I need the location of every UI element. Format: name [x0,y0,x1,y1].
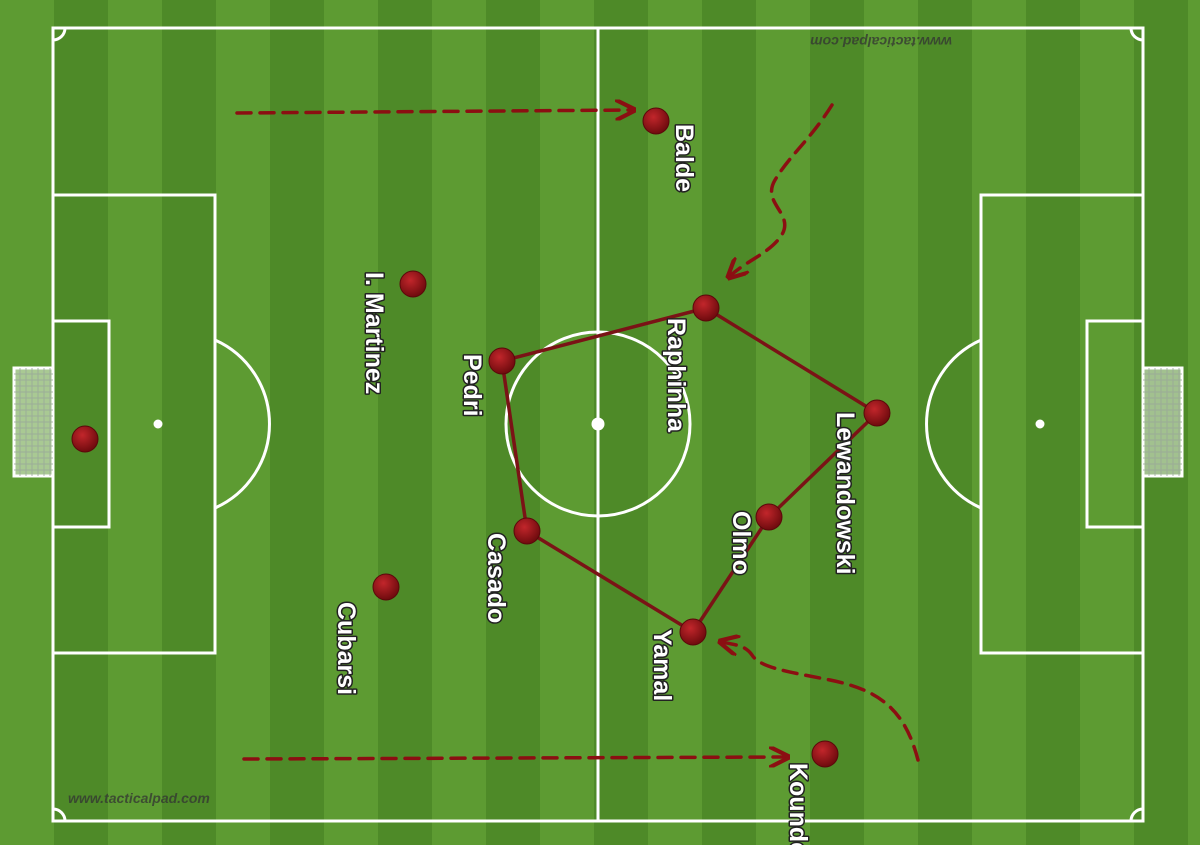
left-penalty-arc [214,338,271,510]
raphinha-run-arrow [730,103,834,276]
corner-arc-top-right [1129,27,1144,42]
player-i-martinez[interactable]: I. Martinez [359,270,427,396]
corner-arc-bottom-right [1129,807,1144,822]
link-yamal-casado [525,529,695,634]
player-marker [642,107,670,135]
passing-shape-lines [500,306,879,634]
grass-stripe [810,0,864,845]
grass-stripe [1080,0,1134,845]
player-marker [399,270,427,298]
player-marker [692,294,720,322]
player-olmo[interactable]: Olmo [726,503,783,576]
link-lewandowski-olmo [767,411,879,519]
link-casado-pedri [500,359,529,533]
grass-stripe [1188,0,1200,845]
grass-stripe [648,0,702,845]
player-label: Lewandowski [831,412,859,575]
player-label: Yamal [648,629,676,701]
grass-stripe [702,0,756,845]
player-balde[interactable]: Balde [642,107,700,194]
player-label: Pedri [458,354,486,417]
yamal-run-arrow [722,642,920,762]
player-label: Raphinha [662,318,690,433]
grass-stripe [324,0,378,845]
player-label: Olmo [727,511,755,575]
player-raphinha[interactable]: Raphinha [661,294,720,434]
player-marker [863,399,891,427]
player-pedri[interactable]: Pedri [457,347,516,418]
player-cubarsi[interactable]: Cubarsi [331,573,400,697]
player-label: Cubarsi [332,602,360,695]
grass-stripe [108,0,162,845]
grass-stripe [162,0,216,845]
grass-stripe [54,0,108,845]
grass-stripe [1026,0,1080,845]
center-spot [591,417,605,431]
player-marker [679,618,707,646]
center-circle [504,330,692,518]
link-olmo-yamal [691,515,771,634]
player-casado[interactable]: Casado [481,517,541,625]
player-label: I. Martinez [360,272,388,394]
right-penalty-arc [925,338,982,510]
left-penalty-spot [153,419,163,429]
corner-arc-top-left [52,27,67,42]
player-marker [372,573,400,601]
player-yamal[interactable]: Yamal [647,618,707,703]
link-pedri-raphinha [500,306,708,363]
player-lewandowski[interactable]: Lewandowski [830,399,891,576]
watermark-top: www.tacticalpad.com [810,34,952,50]
link-raphinha-lewandowski [704,306,879,415]
player-marker [71,425,99,453]
grass-stripe [270,0,324,845]
player-label: Balde [670,124,698,192]
player-label: Kounde [784,763,812,845]
player-label: Casado [482,533,510,623]
player-marker [488,347,516,375]
grass-stripe [486,0,540,845]
grass-stripe [432,0,486,845]
player-goalkeeper[interactable] [71,425,99,453]
player-marker [755,503,783,531]
player-marker [811,740,839,768]
left-goal [12,366,55,478]
corner-arc-bottom-left [52,807,67,822]
right-goal [1141,366,1184,478]
player-marker [513,517,541,545]
grass-stripe [378,0,432,845]
player-kounde[interactable]: Kounde [783,740,839,845]
kounde-run-arrow [242,757,786,759]
grass-stripe [756,0,810,845]
balde-run-arrow [235,110,632,113]
watermark-bottom: www.tacticalpad.com [68,790,210,806]
movement-arrows [235,103,920,762]
grass-stripe [540,0,594,845]
grass-stripe [216,0,270,845]
right-penalty-spot [1035,419,1045,429]
